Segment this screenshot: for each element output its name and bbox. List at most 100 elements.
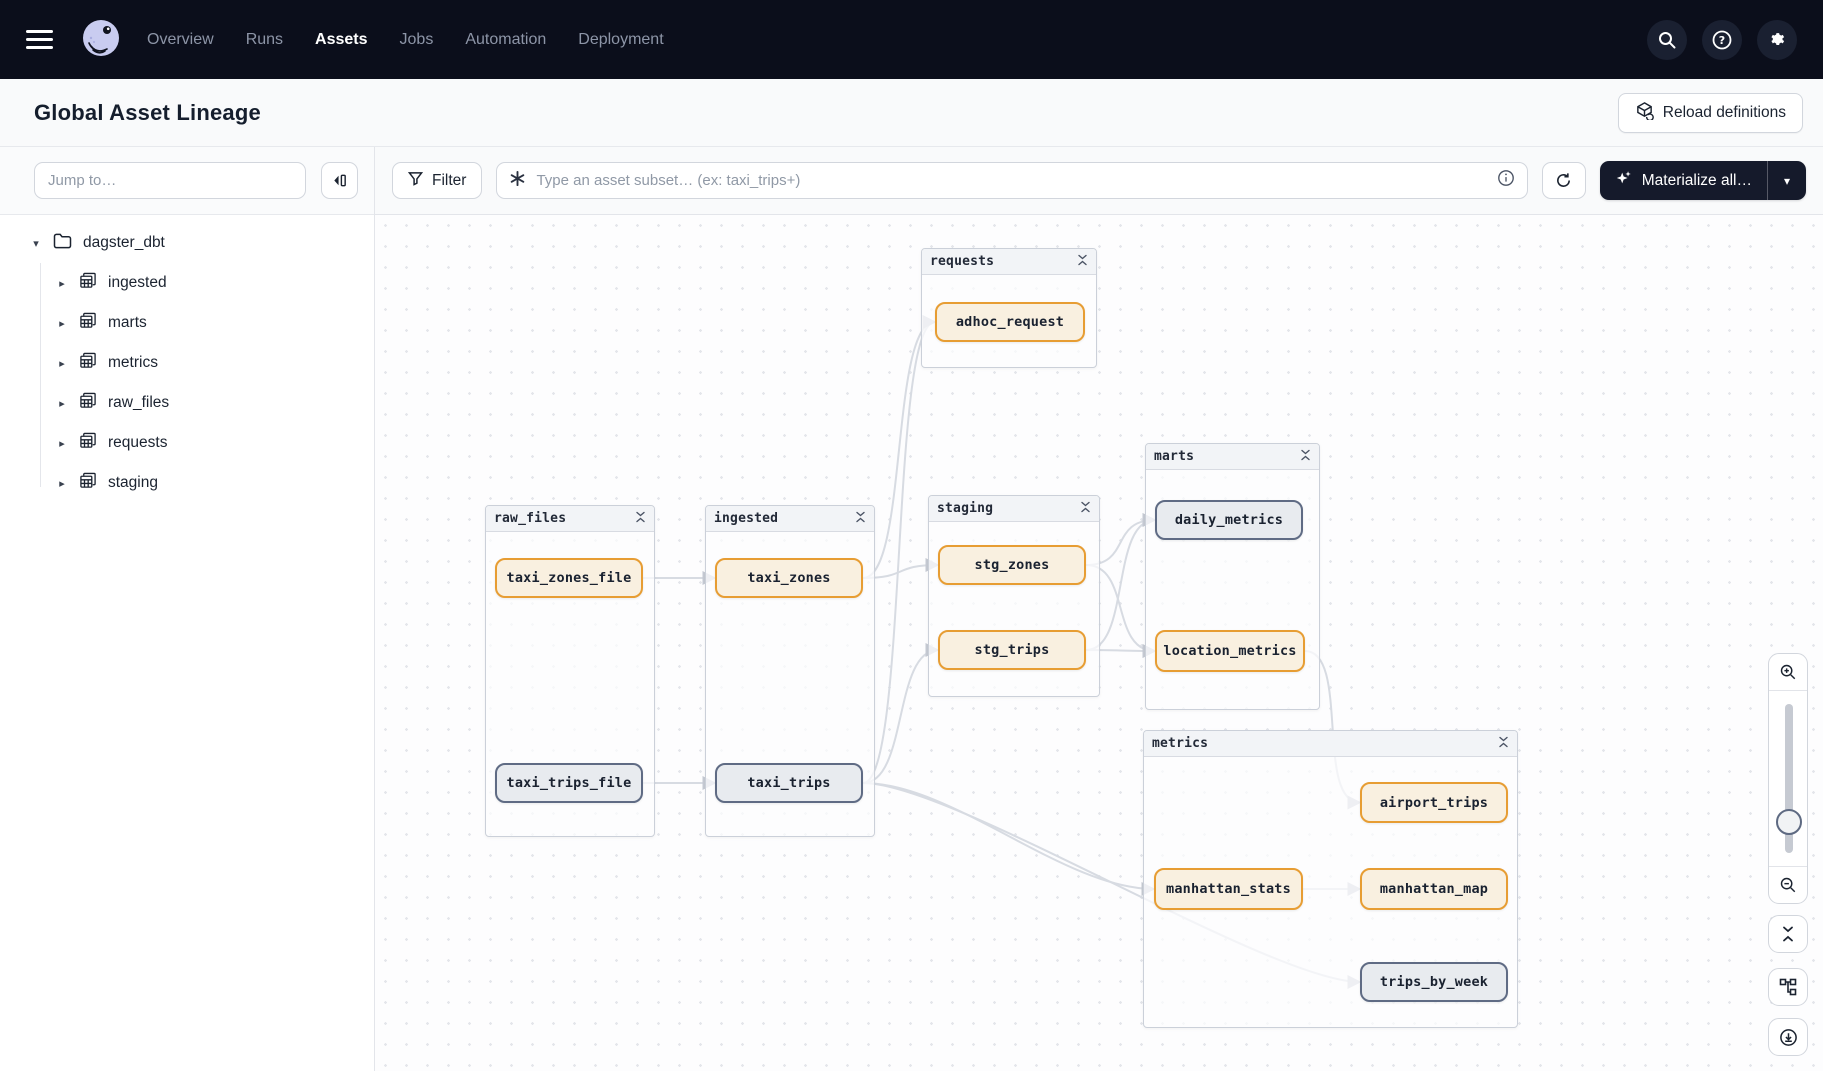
group-header-staging[interactable]: staging (929, 496, 1099, 522)
download-view-icon[interactable] (1768, 1018, 1808, 1056)
asset-group-tree: ▾ dagster_dbt ▸ ingested ▸ marts ▸ metrics ▸ ra… (0, 215, 374, 503)
asset-node-stg_trips[interactable]: stg_trips (938, 630, 1086, 670)
caret-right-icon[interactable]: ▸ (59, 317, 65, 330)
menu-icon[interactable] (26, 30, 53, 49)
materialize-all-main[interactable]: Materialize all… (1600, 161, 1767, 200)
asset-node-daily_metrics[interactable]: daily_metrics (1155, 500, 1303, 540)
tree-guide-line (40, 263, 41, 487)
sidebar-item-staging[interactable]: ▸ staging (0, 463, 374, 503)
caret-down-icon[interactable]: ▾ (33, 237, 39, 250)
collapse-group-icon[interactable] (1498, 736, 1509, 752)
zoom-controls (1768, 653, 1808, 904)
collapse-panel-button[interactable] (320, 162, 358, 199)
zoom-slider-handle[interactable] (1776, 809, 1802, 835)
edge-taxi_trips-to-stg_trips (862, 643, 940, 784)
caret-right-icon[interactable]: ▸ (59, 277, 65, 290)
group-header-ingested[interactable]: ingested (706, 506, 874, 532)
sidebar-item-label: metrics (108, 354, 158, 371)
group-title: staging (937, 501, 994, 516)
group-title: metrics (1152, 736, 1209, 751)
settings-icon[interactable] (1757, 19, 1797, 60)
group-header-raw_files[interactable]: raw_files (486, 506, 654, 532)
sidebar-top (0, 147, 374, 215)
asset-node-manhattan_map[interactable]: manhattan_map (1360, 868, 1508, 910)
caret-right-icon[interactable]: ▸ (59, 357, 65, 370)
nav-item-automation[interactable]: Automation (465, 30, 547, 48)
dagster-logo[interactable] (77, 16, 125, 64)
sidebar-item-label: marts (108, 314, 147, 331)
info-icon[interactable] (1497, 169, 1515, 192)
edge-taxi_zones-to-stg_zones (862, 558, 940, 579)
sidebar-item-label: raw_files (108, 394, 170, 411)
asset-node-location_metrics[interactable]: location_metrics (1155, 630, 1305, 672)
collapse-group-icon[interactable] (635, 511, 646, 527)
nav-item-jobs[interactable]: Jobs (399, 30, 434, 48)
jump-to-input[interactable] (34, 162, 306, 199)
asset-node-taxi_trips_file[interactable]: taxi_trips_file (495, 763, 643, 803)
zoom-out-icon[interactable] (1769, 867, 1807, 903)
group-header-marts[interactable]: marts (1146, 444, 1319, 470)
filter-button[interactable]: Filter (392, 162, 483, 199)
asset-node-manhattan_stats[interactable]: manhattan_stats (1154, 868, 1303, 910)
asset-node-airport_trips[interactable]: airport_trips (1360, 782, 1508, 823)
caret-right-icon[interactable]: ▸ (59, 437, 65, 450)
caret-right-icon[interactable]: ▸ (59, 397, 65, 410)
asset-group-icon (79, 352, 97, 374)
nav-item-assets[interactable]: Assets (315, 30, 368, 48)
sidebar-item-dagster-dbt[interactable]: ▾ dagster_dbt (0, 223, 374, 263)
asset-sidebar: ▾ dagster_dbt ▸ ingested ▸ marts ▸ metrics ▸ ra… (0, 147, 375, 1071)
caret-right-icon[interactable]: ▸ (59, 477, 65, 490)
sidebar-item-marts[interactable]: ▸ marts (0, 303, 374, 343)
group-title: raw_files (494, 511, 567, 526)
refresh-icon[interactable] (1541, 162, 1586, 199)
materialize-all-button[interactable]: Materialize all… ▾ (1599, 161, 1806, 200)
asset-node-taxi_zones_file[interactable]: taxi_zones_file (495, 558, 643, 598)
reload-definitions-button[interactable]: Reload definitions (1617, 92, 1803, 133)
nav-item-runs[interactable]: Runs (245, 30, 284, 48)
sidebar-item-requests[interactable]: ▸ requests (0, 423, 374, 463)
asset-node-taxi_zones[interactable]: taxi_zones (715, 558, 863, 598)
asset-group-icon (79, 392, 97, 414)
search-icon[interactable] (1647, 19, 1687, 60)
sidebar-item-label: staging (108, 474, 158, 491)
nav-item-deployment[interactable]: Deployment (578, 30, 664, 48)
collapse-group-icon[interactable] (1300, 449, 1311, 465)
collapse-all-icon[interactable] (1768, 915, 1808, 953)
sidebar-item-label: ingested (108, 274, 167, 291)
collapse-group-icon[interactable] (855, 511, 866, 527)
zoom-in-icon[interactable] (1769, 654, 1807, 690)
group-title: marts (1154, 449, 1195, 464)
zoom-slider-track[interactable] (1785, 704, 1793, 853)
graph-layout-icon[interactable] (1768, 968, 1808, 1006)
edge-taxi_zones-to-adhoc_request (862, 315, 937, 579)
collapse-group-icon[interactable] (1080, 501, 1091, 517)
nav-item-overview[interactable]: Overview (147, 30, 214, 48)
asset-node-adhoc_request[interactable]: adhoc_request (935, 302, 1085, 342)
asset-subset-input-wrap (496, 162, 1528, 199)
asset-graph-icon (509, 170, 526, 192)
lineage-canvas[interactable]: requests adhoc_request raw_files taxi_zones… (375, 215, 1823, 1071)
sidebar-item-label: requests (108, 434, 168, 451)
svg-text:?: ? (1719, 34, 1725, 47)
zoom-slider[interactable] (1769, 690, 1807, 867)
asset-node-taxi_trips[interactable]: taxi_trips (715, 763, 863, 803)
reload-cube-icon (1635, 101, 1654, 125)
asset-node-trips_by_week[interactable]: trips_by_week (1360, 962, 1508, 1002)
sidebar-item-metrics[interactable]: ▸ metrics (0, 343, 374, 383)
sidebar-item-raw_files[interactable]: ▸ raw_files (0, 383, 374, 423)
navbar-right: ? (1647, 19, 1797, 60)
help-icon[interactable]: ? (1702, 19, 1742, 60)
asset-group-icon (79, 432, 97, 454)
group-header-requests[interactable]: requests (922, 249, 1096, 275)
materialize-dropdown-caret[interactable]: ▾ (1767, 161, 1806, 200)
sidebar-item-ingested[interactable]: ▸ ingested (0, 263, 374, 303)
folder-icon (53, 233, 72, 254)
top-navbar: Overview Runs Assets Jobs Automation Deployme… (0, 0, 1823, 79)
nav-items: Overview Runs Assets Jobs Automation Deployme… (147, 31, 664, 49)
filter-funnel-icon (407, 171, 424, 191)
asset-subset-input[interactable] (536, 172, 1487, 189)
collapse-group-icon[interactable] (1077, 254, 1088, 270)
group-header-metrics[interactable]: metrics (1144, 731, 1517, 757)
asset-group-icon (79, 312, 97, 334)
asset-node-stg_zones[interactable]: stg_zones (938, 545, 1086, 585)
